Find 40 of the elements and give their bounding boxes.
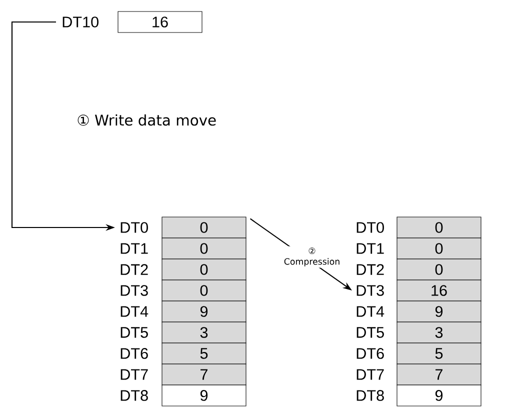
register-name: DT1 [120, 243, 148, 254]
value-cell: 5 [162, 342, 246, 364]
register-name: DT3 [120, 285, 148, 296]
register-name: DT4 [356, 306, 384, 317]
register-name: DT8 [120, 390, 148, 401]
register-name: DT0 [120, 222, 148, 233]
value-cell: 9 [162, 300, 246, 322]
register-name: DT7 [120, 369, 148, 380]
value-cell: 3 [162, 322, 246, 344]
register-name: DT6 [120, 348, 148, 359]
value-cell: 0 [162, 258, 246, 280]
register-name: DT7 [356, 369, 384, 380]
value-cell: 7 [396, 364, 482, 386]
register-name: DT3 [356, 285, 384, 296]
value-cell: 0 [162, 216, 246, 238]
value-cell: 9 [396, 300, 482, 322]
value-cell: 16 [396, 280, 482, 302]
value-cell: 0 [396, 258, 482, 280]
value-cell: 3 [396, 322, 482, 344]
register-name: DT2 [120, 264, 148, 275]
note-text: ① Write data move [78, 114, 216, 126]
register-name: DT2 [356, 264, 384, 275]
value-cell: 5 [396, 342, 482, 364]
value-cell: 0 [396, 238, 482, 260]
register-name: DT1 [356, 243, 384, 254]
edge-label: ② Compression [284, 248, 340, 266]
register-name: DT6 [356, 348, 384, 359]
register-name: DT8 [356, 390, 384, 401]
value-cell: 0 [162, 238, 246, 260]
register-name: DT0 [356, 222, 384, 233]
register-name: DT5 [120, 327, 148, 338]
value-cell: 0 [162, 280, 246, 302]
register-name: DT4 [120, 306, 148, 317]
value-cell: 9 [162, 384, 246, 406]
register-name: DT5 [356, 327, 384, 338]
value-cell: 7 [162, 364, 246, 386]
value-cell: 16 [118, 11, 202, 33]
value-cell: 9 [396, 384, 482, 406]
value-cell: 0 [396, 216, 482, 238]
register-name: DT10 [62, 16, 98, 28]
